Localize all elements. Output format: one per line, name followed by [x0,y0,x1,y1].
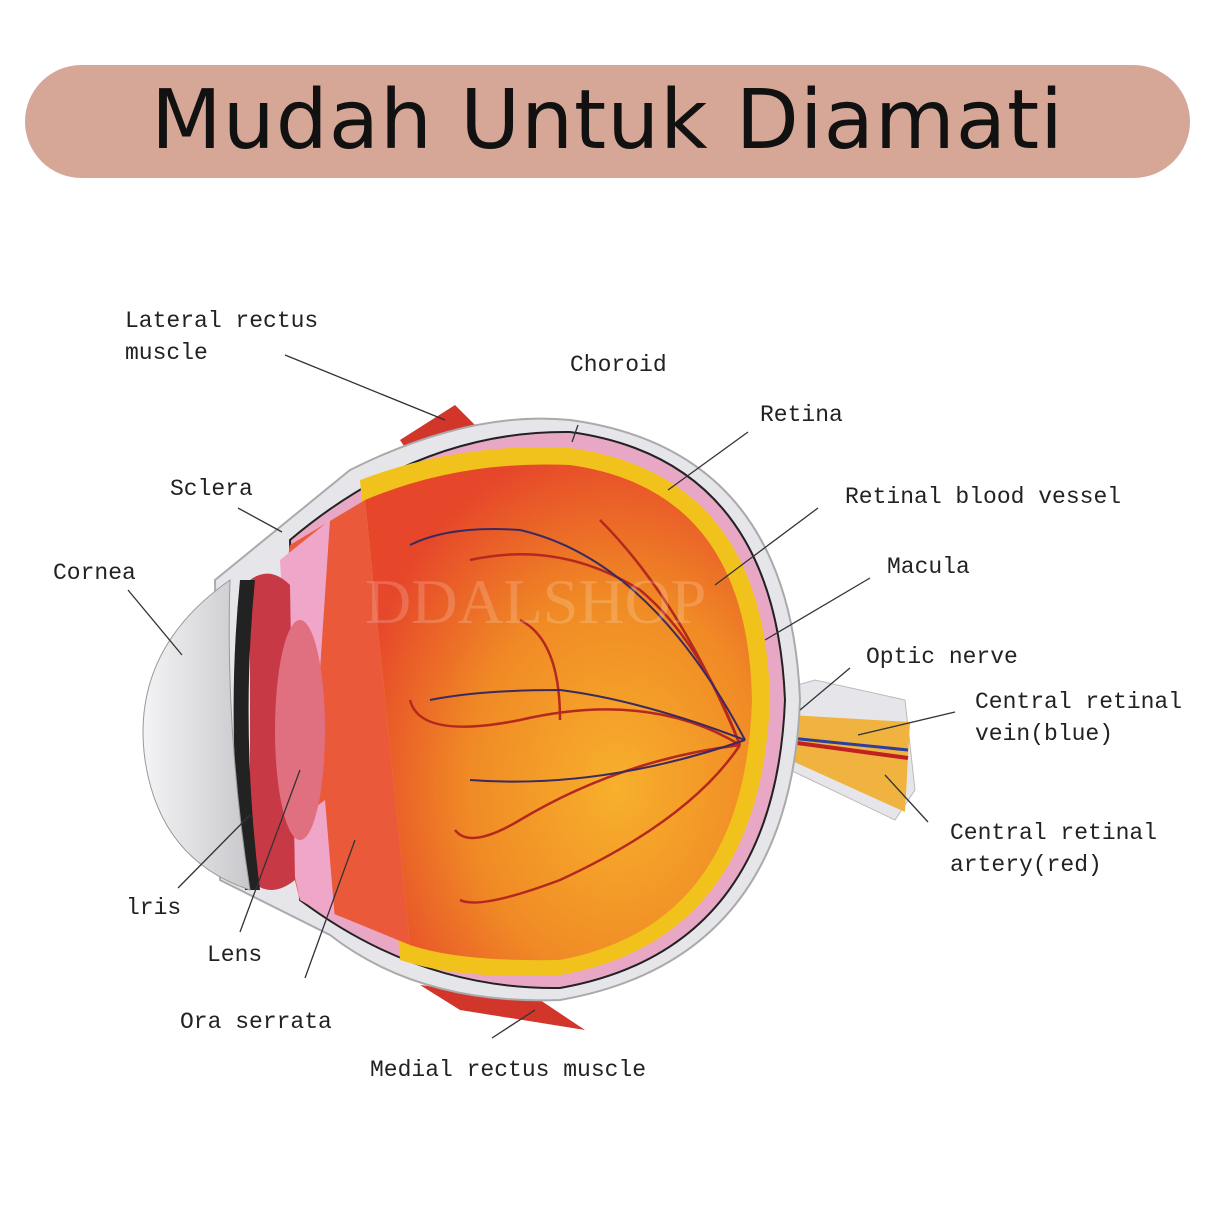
label-choroid: Choroid [570,352,667,378]
label-retina: Retina [760,402,843,428]
optic-nerve-fibers [790,715,910,812]
label-lens: Lens [207,942,263,968]
retinal-veins [409,528,746,783]
label-medial-rectus: Medial rectus muscle [370,1057,647,1083]
leader-lines [127,354,956,1039]
label-line: Central retinal [950,820,1158,846]
label-ora-serrata: Ora serrata [180,1009,332,1035]
label-macula: Macula [887,554,970,580]
ora-serrata-band [280,520,335,920]
label-central-retinal-vein: Central retinal vein(blue) [975,686,1182,750]
pupil-edge [233,580,260,890]
page-title: Mudah Untuk Diamati [151,73,1064,168]
label-line: vein(blue) [975,721,1114,747]
title-banner: Mudah Untuk Diamati [25,65,1190,178]
label-central-retinal-artery: Central retinal artery(red) [950,817,1157,881]
watermark: DDALSHOP [365,566,707,637]
label-cornea: Cornea [53,560,136,586]
medial-rectus-muscle-shape [420,985,585,1030]
label-retinal-blood-vessel: Retinal blood vessel [845,484,1122,510]
label-line: Lateral rectus [125,308,319,334]
cornea-shape [142,579,251,891]
label-line: Central retinal [975,689,1183,715]
label-lateral-rectus: Lateral rectus muscle [125,305,318,369]
label-sclera: Sclera [170,476,253,502]
label-optic-nerve: Optic nerve [866,644,1018,670]
label-line: muscle [125,340,208,366]
label-iris: lris [126,895,182,921]
lens-shape [275,620,325,840]
label-line: artery(red) [950,852,1102,878]
retinal-blood-vessels [408,519,742,904]
